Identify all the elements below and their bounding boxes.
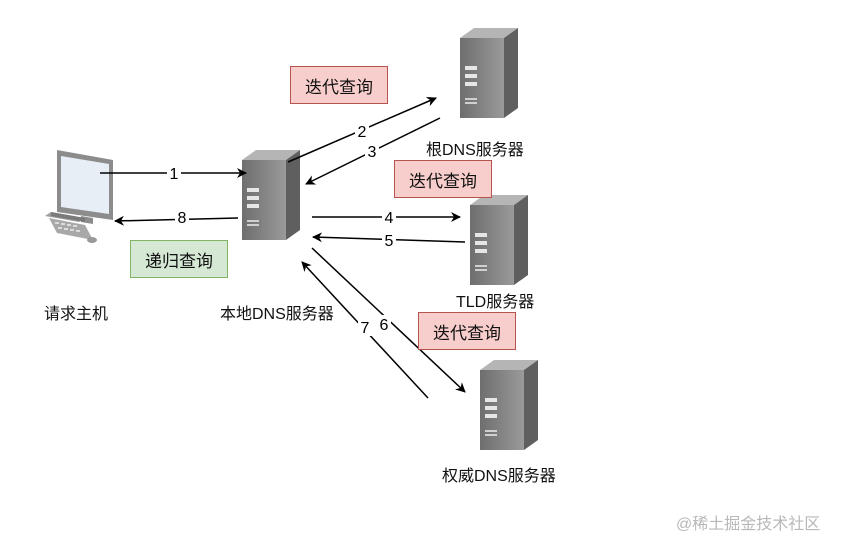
auth-server-icon — [480, 360, 538, 450]
local-dns-label: 本地DNS服务器 — [220, 306, 334, 323]
tld-dns-label: TLD服务器 — [456, 294, 535, 311]
step-label-7: 7 — [361, 320, 370, 337]
watermark: @稀土掘金技术社区 — [676, 516, 821, 533]
step-label-6: 6 — [380, 317, 389, 334]
iterative-query-tag-auth: 迭代查询 — [418, 312, 516, 350]
step-label-4: 4 — [385, 210, 394, 227]
local-server-icon — [242, 150, 300, 240]
root-server-icon — [460, 28, 518, 118]
step-label-1: 1 — [170, 166, 179, 183]
client-label: 请求主机 — [44, 306, 109, 323]
iterative-query-tag-root: 迭代查询 — [290, 66, 388, 104]
step-label-3: 3 — [368, 144, 377, 161]
tld-server-icon — [470, 195, 528, 285]
recursive-query-tag: 递归查询 — [130, 240, 228, 278]
root-dns-label: 根DNS服务器 — [426, 142, 524, 159]
step-label-2: 2 — [358, 124, 367, 141]
computer-icon — [45, 150, 113, 243]
auth-dns-label: 权威DNS服务器 — [442, 468, 556, 485]
step-label-5: 5 — [385, 233, 394, 250]
step-label-8: 8 — [178, 210, 187, 227]
iterative-query-tag-tld: 迭代查询 — [394, 160, 492, 198]
